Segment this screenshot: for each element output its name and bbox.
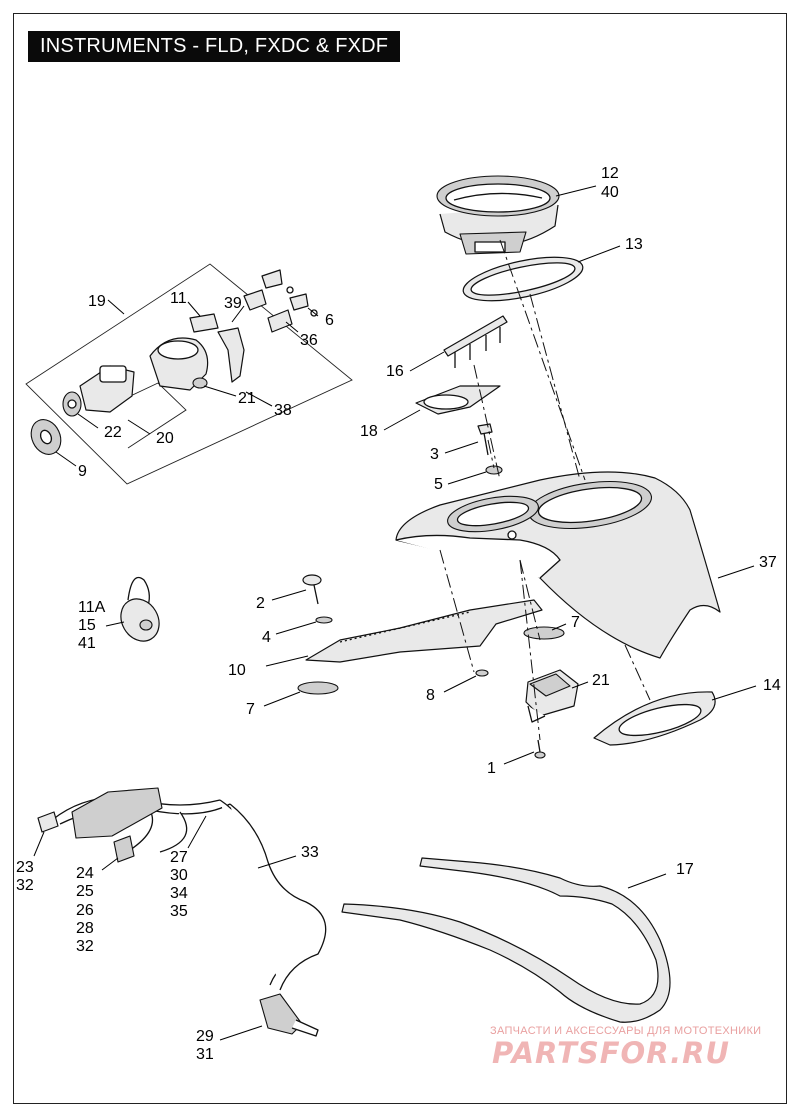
callout-23: 23 [16,859,34,876]
page-border [13,13,787,1104]
callout-11: 11 [170,290,187,307]
callout-37: 37 [759,554,777,571]
screw-1-part [534,739,546,759]
callout-2: 2 [256,595,265,612]
callout-29: 29 [196,1028,214,1045]
key-fob-part [120,576,160,642]
callout-31: 31 [196,1046,214,1063]
callout-26: 26 [76,902,94,919]
mounting-gasket-part [415,385,501,415]
callout-17: 17 [676,861,694,878]
callout-39: 39 [224,295,242,312]
instrument-console-housing-part [395,471,721,659]
callout-22: 22 [104,424,122,441]
gauge-bracket-clip-part [443,315,508,368]
watermark-tagline: ЗАПЧАСТИ И АКСЕССУАРЫ ДЛЯ МОТОТЕХНИКИ [490,1025,762,1037]
callout-16: 16 [386,363,404,380]
callout-11A: 11A [78,599,106,616]
mounting-bracket-strip-part [305,599,543,663]
speedometer-gauge-part [436,175,560,255]
callout-33: 33 [301,844,319,861]
callout-32b: 32 [76,938,94,955]
callout-labels: 12 40 13 16 18 3 5 37 19 11 39 6 36 21 3… [16,165,781,1063]
callout-36: 36 [300,332,318,349]
callout-9: 9 [78,463,87,480]
callout-28: 28 [76,920,94,937]
callout-15: 15 [78,617,96,634]
callout-14: 14 [763,677,781,694]
callout-7b: 7 [246,701,255,718]
callout-24: 24 [76,865,94,882]
callout-21a: 21 [238,390,256,407]
wiring-harness-part [37,787,327,1037]
callout-19: 19 [88,293,106,310]
callout-10: 10 [228,662,246,679]
ignition-switch-kit-parts [30,269,318,455]
callout-25: 25 [76,883,94,900]
callout-20: 20 [156,430,174,447]
callout-7a: 7 [571,614,580,631]
callout-5: 5 [434,476,443,493]
callout-12: 12 [601,165,619,182]
callout-1: 1 [487,760,496,777]
assembly-center-lines [439,239,651,741]
indicator-lamp-part [525,669,579,723]
seal-strip-part [341,857,671,1023]
callout-27: 27 [170,849,188,866]
grommet-parts [297,626,565,695]
callout-6: 6 [325,312,334,329]
gauge-gasket-ring-part [462,256,584,302]
callout-40: 40 [601,184,619,201]
watermark-brand-logo: PARTSFOR.RU [492,1036,730,1070]
callout-8: 8 [426,687,435,704]
callout-18: 18 [360,423,378,440]
diagram-title: INSTRUMENTS - FLD, FXDC & FXDF [28,31,401,62]
nut-8-part [475,669,489,677]
callout-13: 13 [625,236,643,253]
callout-41: 41 [78,635,96,652]
screw-2-washer-4-parts [302,574,333,624]
callout-3: 3 [430,446,439,463]
callout-34: 34 [170,885,188,902]
callout-38: 38 [274,402,292,419]
lower-trim-bezel-part [593,691,716,746]
callout-4: 4 [262,629,271,646]
callout-30: 30 [170,867,188,884]
leader-lines [33,185,757,1041]
callout-32a: 32 [16,877,34,894]
callout-21b: 21 [592,672,610,689]
callout-35: 35 [170,903,188,920]
